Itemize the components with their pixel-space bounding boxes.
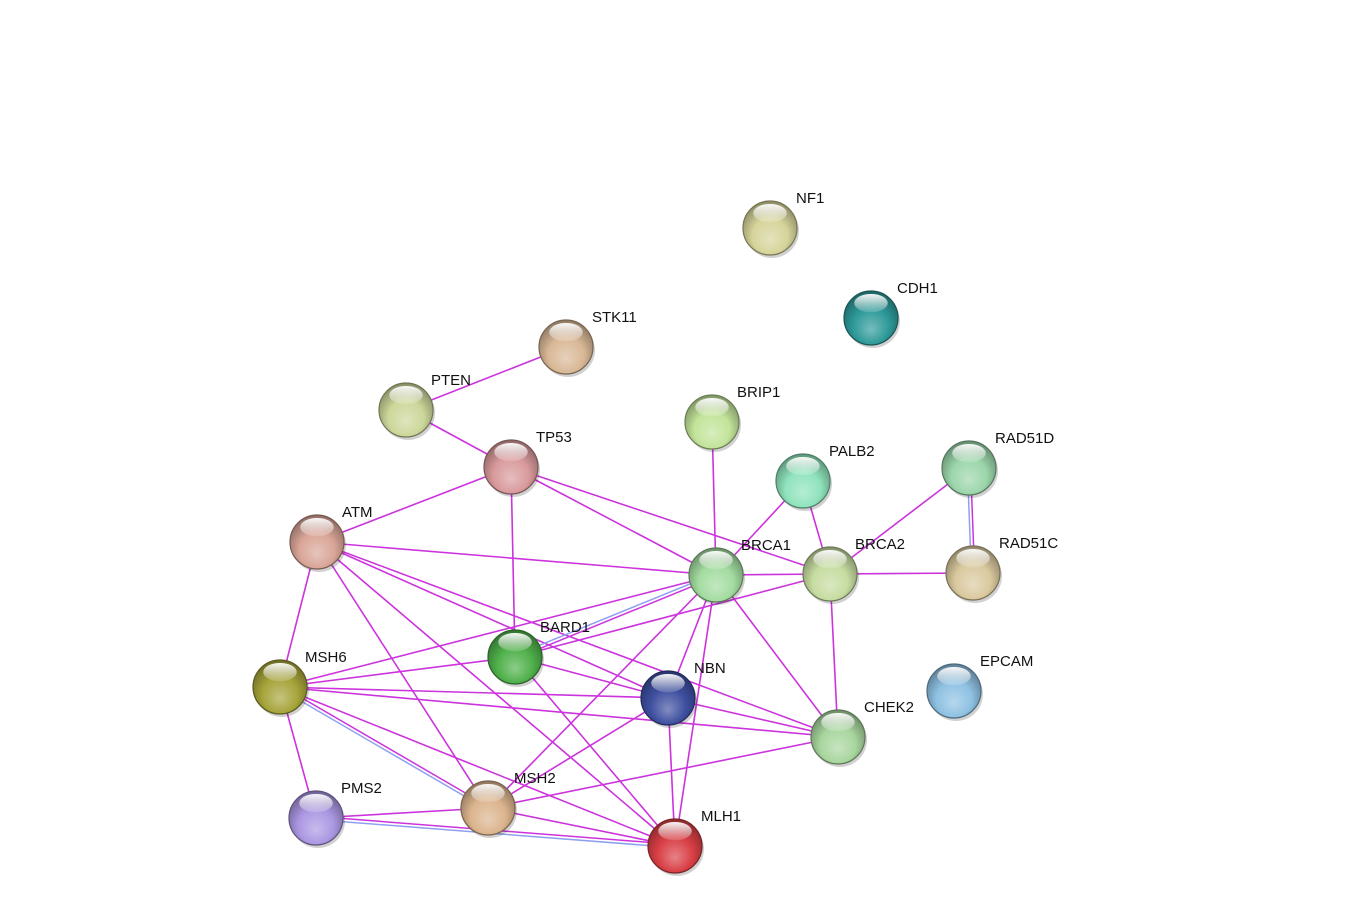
node-highlight bbox=[299, 793, 333, 813]
node-label: PMS2 bbox=[341, 780, 382, 797]
edge-tp53-brca2[interactable] bbox=[510, 466, 831, 575]
node-label: MSH6 bbox=[305, 649, 347, 666]
node-pms2[interactable]: PMS2 bbox=[288, 780, 382, 848]
edge-brca2-bard1[interactable] bbox=[514, 573, 831, 658]
node-palb2[interactable]: PALB2 bbox=[775, 443, 875, 511]
edge-atm-nbn[interactable] bbox=[316, 541, 669, 699]
node-rad51c[interactable]: RAD51C bbox=[945, 535, 1058, 603]
node-msh6[interactable]: MSH6 bbox=[252, 649, 347, 717]
edge-brca1-bard1[interactable] bbox=[514, 572, 717, 660]
node-highlight bbox=[498, 632, 532, 652]
node-label: NF1 bbox=[796, 190, 824, 207]
edge-pten-stk11[interactable] bbox=[405, 346, 567, 411]
node-highlight bbox=[300, 517, 334, 537]
node-label: CHEK2 bbox=[864, 699, 914, 716]
node-highlight bbox=[695, 397, 729, 417]
node-label: MSH2 bbox=[514, 770, 556, 787]
node-label: TP53 bbox=[536, 429, 572, 446]
node-label: CDH1 bbox=[897, 280, 938, 297]
edge-msh6-mlh1[interactable] bbox=[279, 686, 676, 847]
node-label: PALB2 bbox=[829, 443, 875, 460]
edge-bard1-mlh1[interactable] bbox=[514, 656, 676, 847]
edge-msh6-msh2[interactable] bbox=[278, 684, 490, 811]
node-highlight bbox=[753, 203, 787, 223]
edge-rad51d-brca2[interactable] bbox=[829, 467, 970, 575]
edge-tp53-atm[interactable] bbox=[316, 466, 512, 543]
edge-tp53-brca1[interactable] bbox=[510, 466, 717, 576]
node-cdh1[interactable]: CDH1 bbox=[843, 280, 938, 348]
edge-tp53-bard1[interactable] bbox=[510, 466, 516, 658]
node-label: STK11 bbox=[592, 309, 637, 326]
node-highlight bbox=[389, 385, 423, 405]
edge-atm-mlh1[interactable] bbox=[316, 541, 676, 847]
node-highlight bbox=[813, 549, 847, 569]
node-highlight bbox=[699, 550, 733, 570]
node-highlight bbox=[956, 548, 990, 568]
node-label: MLH1 bbox=[701, 808, 741, 825]
node-nbn[interactable]: NBN bbox=[640, 660, 726, 728]
node-label: BARD1 bbox=[540, 619, 590, 636]
node-stk11[interactable]: STK11 bbox=[538, 309, 637, 377]
edge-msh6-nbn[interactable] bbox=[279, 686, 669, 699]
node-label: BRCA1 bbox=[741, 537, 791, 554]
node-highlight bbox=[786, 456, 820, 476]
node-highlight bbox=[854, 293, 888, 313]
edge-msh2-chek2[interactable] bbox=[487, 736, 839, 809]
edge-bard1-msh6[interactable] bbox=[279, 656, 516, 688]
node-tp53[interactable]: TP53 bbox=[483, 429, 572, 497]
node-label: ATM bbox=[342, 504, 373, 521]
edge-atm-msh2[interactable] bbox=[316, 541, 489, 809]
node-atm[interactable]: ATM bbox=[289, 504, 373, 572]
node-brca1[interactable]: BRCA1 bbox=[688, 537, 791, 605]
node-epcam[interactable]: EPCAM bbox=[926, 653, 1033, 721]
node-msh2[interactable]: MSH2 bbox=[460, 770, 556, 838]
node-brip1[interactable]: BRIP1 bbox=[684, 384, 780, 452]
node-highlight bbox=[263, 662, 297, 682]
node-label: BRCA2 bbox=[855, 536, 905, 553]
edge-nbn-chek2[interactable] bbox=[667, 697, 839, 738]
node-pten[interactable]: PTEN bbox=[378, 372, 471, 440]
node-nf1[interactable]: NF1 bbox=[742, 190, 824, 258]
node-highlight bbox=[937, 666, 971, 686]
node-highlight bbox=[549, 322, 583, 342]
edge-atm-chek2[interactable] bbox=[316, 541, 839, 738]
edge-brca1-chek2[interactable] bbox=[715, 574, 839, 738]
node-label: PTEN bbox=[431, 372, 471, 389]
edge-brca1-msh6[interactable] bbox=[279, 574, 717, 688]
node-highlight bbox=[821, 712, 855, 732]
node-highlight bbox=[658, 821, 692, 841]
node-brca2[interactable]: BRCA2 bbox=[802, 536, 905, 604]
node-label: RAD51C bbox=[999, 535, 1058, 552]
edge-atm-brca1[interactable] bbox=[316, 541, 717, 576]
node-mlh1[interactable]: MLH1 bbox=[647, 808, 741, 876]
node-highlight bbox=[952, 443, 986, 463]
node-bard1[interactable]: BARD1 bbox=[487, 619, 590, 687]
node-label: RAD51D bbox=[995, 430, 1054, 447]
edge-msh2-mlh1[interactable] bbox=[487, 807, 676, 847]
node-rad51d[interactable]: RAD51D bbox=[941, 430, 1054, 498]
node-highlight bbox=[494, 442, 528, 462]
edge-msh6-chek2[interactable] bbox=[279, 686, 839, 738]
node-label: NBN bbox=[694, 660, 726, 677]
node-highlight bbox=[471, 783, 505, 803]
node-highlight bbox=[651, 673, 685, 693]
edge-brca1-mlh1[interactable] bbox=[674, 574, 717, 847]
node-label: EPCAM bbox=[980, 653, 1033, 670]
node-label: BRIP1 bbox=[737, 384, 780, 401]
edge-pms2-msh2[interactable] bbox=[315, 807, 489, 819]
edge-nbn-msh2[interactable] bbox=[487, 697, 669, 809]
node-chek2[interactable]: CHEK2 bbox=[810, 699, 914, 767]
